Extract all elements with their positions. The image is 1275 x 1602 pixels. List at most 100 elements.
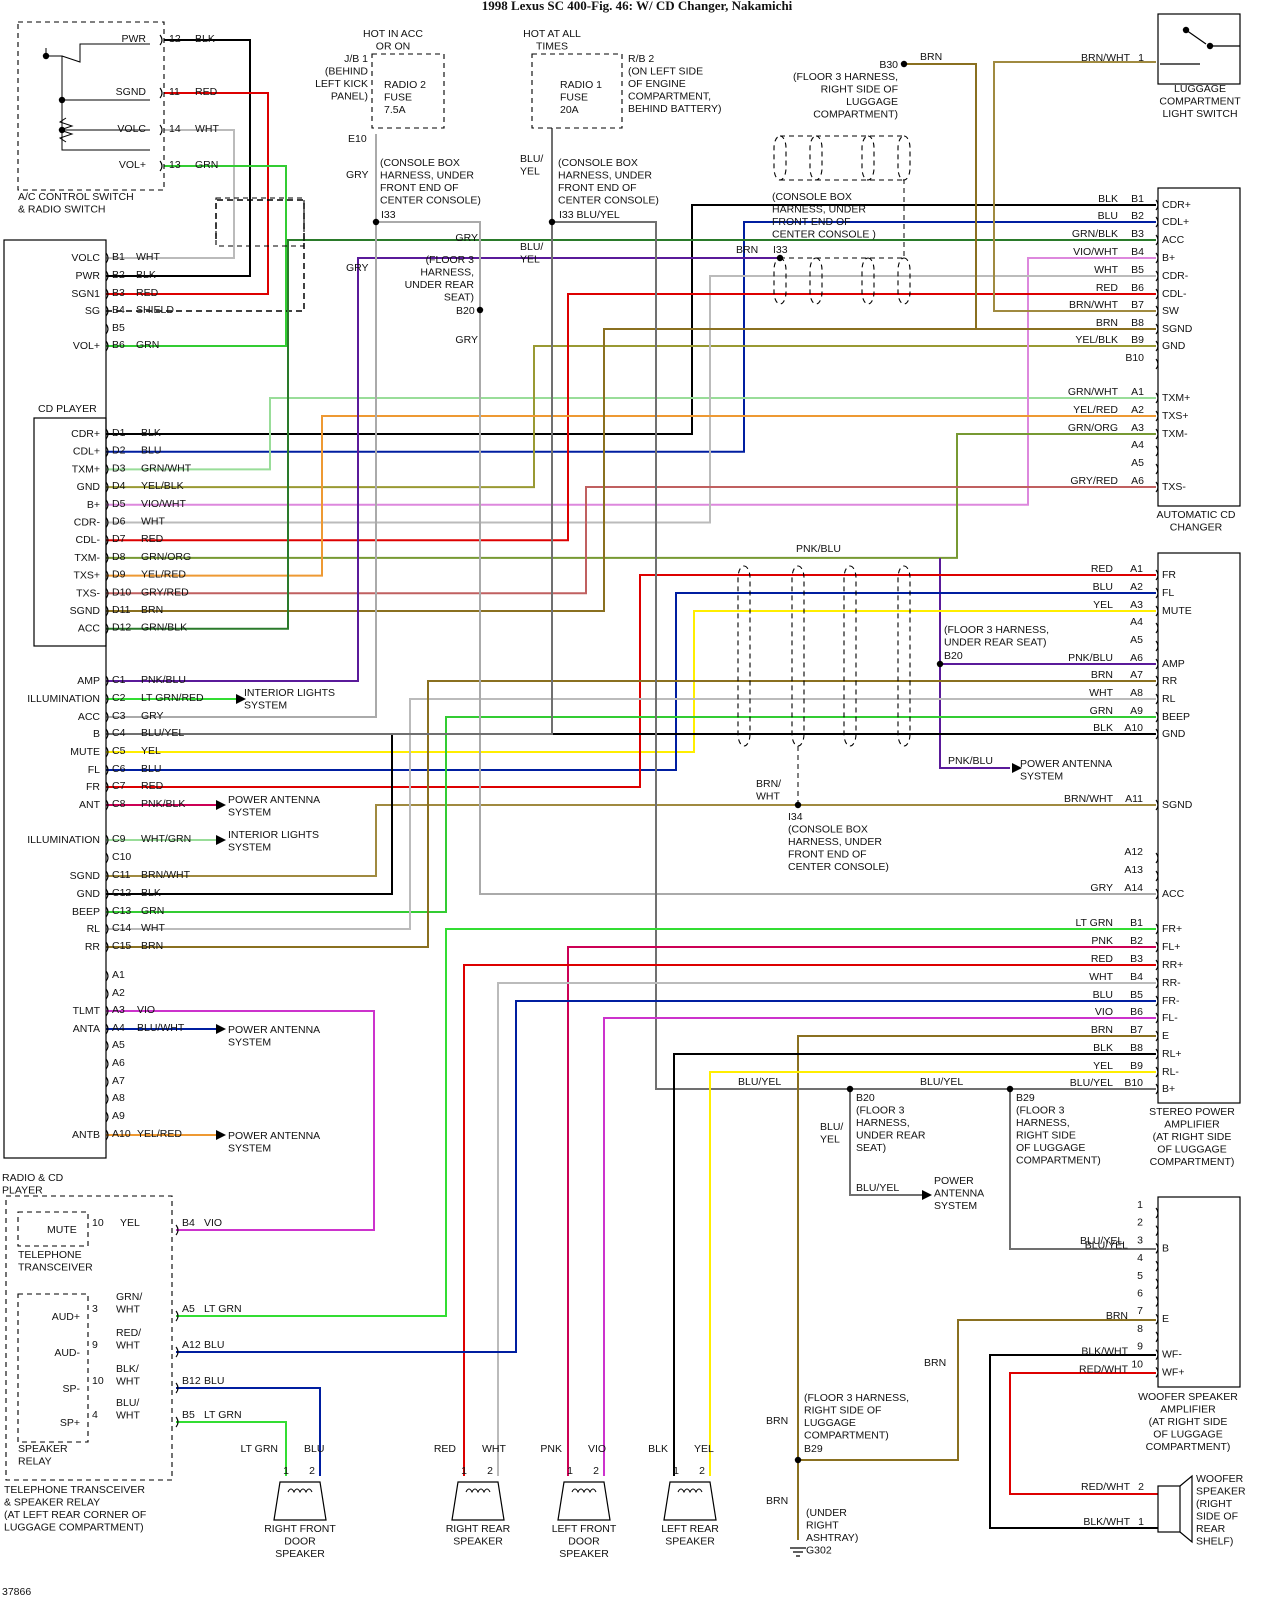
luggage-switch-label: LUGGAGE xyxy=(1174,83,1226,95)
woofer-amp-pin-number: 4 xyxy=(1137,1252,1143,1264)
page-title: 1998 Lexus SC 400-Fig. 46: W/ CD Changer… xyxy=(482,0,793,13)
woofer-amp-pin-number: 1 xyxy=(1137,1199,1143,1211)
power-antenna-label: SYSTEM xyxy=(1020,771,1063,783)
wire-brn-label: BRN xyxy=(766,1495,788,1507)
cd-pin-label: ACC xyxy=(78,623,101,635)
radio-c-pin-number: C9 xyxy=(112,833,126,845)
wire-cd-D11 xyxy=(106,328,1156,612)
connector-pin-mark xyxy=(175,1346,179,1358)
rb2-location-label: R/B 2 xyxy=(628,53,654,65)
cd-pin-label: TXM- xyxy=(74,552,100,564)
radio-wire-label: RED xyxy=(136,287,159,299)
connector-pin-mark xyxy=(105,1129,109,1141)
cd-changer-pin-label: SW xyxy=(1162,305,1179,317)
woofer-amplifier-label: (AT RIGHT SIDE xyxy=(1149,1416,1228,1428)
ac-switch-pin-number: 13 xyxy=(169,159,181,171)
connector-pin-mark xyxy=(105,693,109,705)
jb1-location-label: (BEHIND xyxy=(325,66,369,78)
radio-a-pin-number: A3 xyxy=(112,1004,125,1016)
amp-pin-label: MUTE xyxy=(1162,605,1192,617)
phone-pin: 10 xyxy=(92,1217,104,1229)
cd-pin-label: GND xyxy=(77,481,101,493)
floor3-note: RIGHT SIDE OF xyxy=(821,84,898,96)
stereo-amplifier-box xyxy=(1157,552,1241,1104)
connector-pin-mark xyxy=(1155,923,1159,935)
cd-changer-wire-label: BLU xyxy=(1098,210,1118,222)
connector-pin-mark xyxy=(1155,888,1159,900)
radio-cd-player-box xyxy=(3,239,107,1159)
radio-c-pin-label: B xyxy=(93,728,100,740)
radio-c-pin-label: RL xyxy=(87,923,101,935)
speaker-pin: 2 xyxy=(487,1465,493,1477)
interior-lights-label: INTERIOR LIGHTS xyxy=(228,829,319,841)
radio-pin-number: B2 xyxy=(112,269,125,281)
connector-pin-mark xyxy=(105,517,109,528)
radio-pin-label: PWR xyxy=(76,270,101,282)
harness-oval xyxy=(843,565,857,747)
wire-blk-rl+ xyxy=(673,1053,1156,1476)
cd-pin-number: D4 xyxy=(112,480,126,492)
floor3-note: UNDER REAR SEAT) xyxy=(944,637,1046,649)
wire-pnk-fl+ xyxy=(567,946,1156,1476)
console-box-note: (CONSOLE BOX xyxy=(558,157,638,169)
relay-pin-number: 10 xyxy=(92,1375,104,1387)
connector-pin-mark xyxy=(105,728,109,740)
connector-pin-mark xyxy=(1155,270,1159,282)
wire-cd-D9 xyxy=(106,415,1156,577)
relay-wire-label: WHT xyxy=(116,1410,140,1422)
amp-b-pin-label: FR- xyxy=(1162,995,1180,1007)
amp-b-pin-label: FR+ xyxy=(1162,923,1182,935)
cd-changer-pin-number: B2 xyxy=(1131,210,1144,222)
radio-c-wire-label: PNK/BLK xyxy=(141,798,185,810)
radio-cd-player-label: PLAYER xyxy=(2,1185,43,1197)
wire-gry-label: GRY xyxy=(346,262,369,274)
connector-b20: B20 xyxy=(944,650,963,662)
wire-cd-D1 xyxy=(106,204,1156,435)
jb1-location-label: J/B 1 xyxy=(344,53,368,65)
connector-i33-blu-yel: I33 BLU/YEL xyxy=(559,209,620,221)
speaker-coil-icon xyxy=(677,1488,703,1494)
connector-pin-mark xyxy=(1155,1313,1159,1325)
woofer-amp-pin-number: 10 xyxy=(1131,1358,1143,1370)
connector-pin-mark xyxy=(105,970,109,982)
luggage-switch-wire: BRN/WHT xyxy=(1081,52,1131,64)
woofer-speaker-label: SPEAKER xyxy=(1196,1486,1246,1498)
telephone-transceiver-box xyxy=(17,1211,89,1247)
connector-pin-mark xyxy=(159,87,163,99)
speaker-label: RIGHT FRONT xyxy=(264,1523,336,1535)
radio-c-wire-label: RED xyxy=(141,780,164,792)
cd-changer-wire-label: YEL/BLK xyxy=(1075,334,1118,346)
amp-b-pin-number: B4 xyxy=(1130,971,1143,983)
cd-pin-label: CDL+ xyxy=(73,446,100,458)
radio-c-pin-label: ANT xyxy=(79,799,101,811)
amp-pin-label: BEEP xyxy=(1162,711,1190,723)
amp-wire-label: YEL xyxy=(1093,599,1113,611)
radio-c-pin-label: AMP xyxy=(77,675,100,687)
connector-pin-mark xyxy=(105,252,109,264)
radio-a-pin-number: A7 xyxy=(112,1075,125,1087)
connector-pin-mark xyxy=(105,799,109,811)
connector-pin-mark xyxy=(1155,852,1159,864)
radio-c-pin-number: C13 xyxy=(112,905,131,917)
relay-wire-label: RED/ xyxy=(116,1327,141,1339)
cd-wire-label: YEL/BLK xyxy=(141,480,184,492)
cd-pin-label: TXS- xyxy=(76,587,100,599)
radio-wire-label: WHT xyxy=(136,251,160,263)
radio-c-wire-label: BRN xyxy=(141,940,163,952)
speaker-label: SPEAKER xyxy=(559,1548,609,1560)
connector-pin-mark xyxy=(105,288,109,300)
connector-pin-mark xyxy=(105,481,109,493)
telephone-transceiver-label: TELEPHONE xyxy=(18,1249,82,1261)
radio-c-pin-number: C7 xyxy=(112,780,126,792)
connector-pin-mark xyxy=(105,323,109,335)
floor3-note: SEAT) xyxy=(444,292,474,304)
radio-a-pin-number: A5 xyxy=(112,1039,125,1051)
i34-note: HARNESS, UNDER xyxy=(788,836,882,848)
radio-a-pin-number: A1 xyxy=(112,969,125,981)
woofer-amp-pin-label: WF- xyxy=(1162,1349,1182,1361)
harness-oval xyxy=(897,257,911,305)
connector-pin-mark xyxy=(105,1023,109,1035)
radio-c-pin-number: C12 xyxy=(112,887,131,899)
radio-a-wire-label: VIO xyxy=(137,1004,155,1016)
wire-brn-label: BRN xyxy=(766,1415,788,1427)
